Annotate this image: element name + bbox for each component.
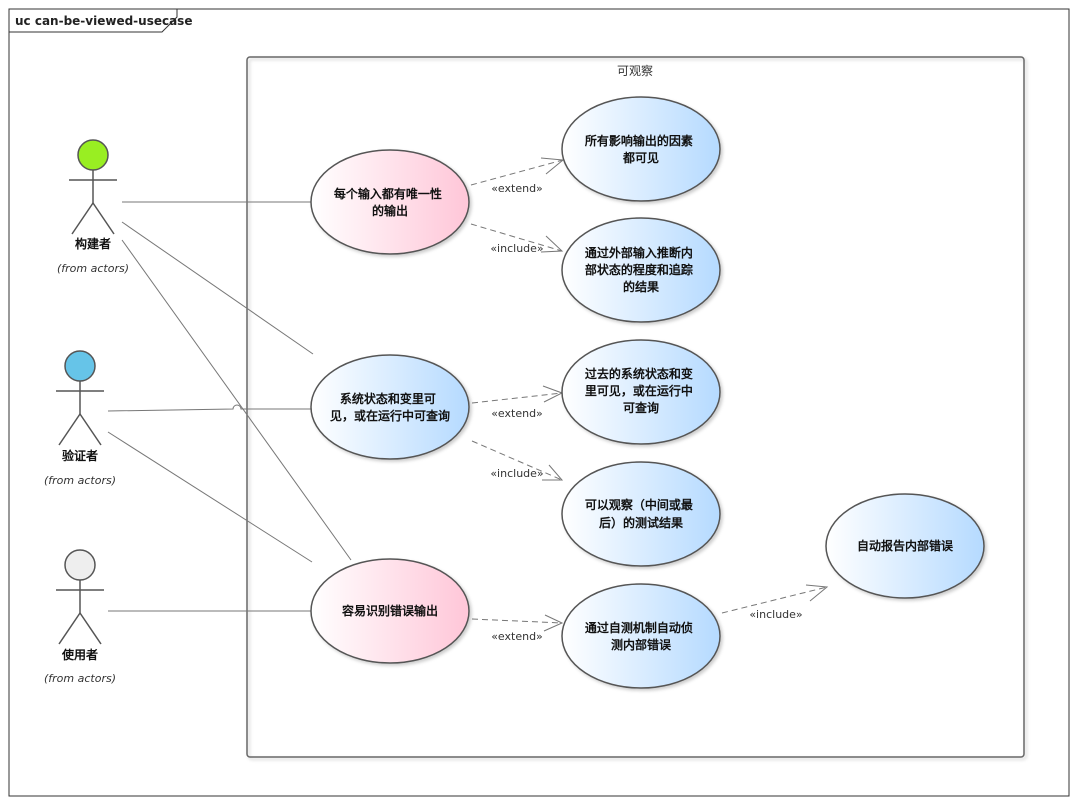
usecase-shape bbox=[825, 493, 985, 599]
usecase-label: 系统状态和变里可 见，或在运行中可查询 bbox=[330, 391, 450, 423]
actor-head bbox=[64, 549, 96, 581]
assoc-verifier-uc2 bbox=[107, 404, 311, 412]
relation-label: «include» bbox=[490, 467, 543, 480]
usecase-label: 容易识别错误输出 bbox=[341, 603, 438, 618]
usecase-label: 可以观察（中间或最 后）的测试结果 bbox=[585, 497, 697, 530]
usecase-label: 过去的系统状态和变 里可见，或在运行中 可查询 bbox=[585, 366, 697, 415]
actor-builder[interactable]: 构建者 (from actors) bbox=[57, 139, 129, 275]
usecase-uc1[interactable]: 每个输入都有唯一性 的输出 bbox=[310, 149, 470, 255]
usecase-label: 通过外部输入推断内 部状态的程度和追踪 的结果 bbox=[585, 245, 697, 294]
usecase-uc5[interactable]: 通过外部输入推断内 部状态的程度和追踪 的结果 bbox=[561, 217, 721, 323]
relation-uc1-uc5 bbox=[470, 223, 564, 253]
relation-label: «include» bbox=[490, 242, 543, 255]
usecase-shape bbox=[561, 583, 721, 689]
assoc-verifier-uc3 bbox=[107, 431, 313, 563]
usecase-label: 自动报告内部错误 bbox=[857, 538, 954, 553]
association-lines bbox=[107, 201, 352, 612]
actor-note: (from actors) bbox=[44, 672, 116, 685]
actor-note: (from actors) bbox=[57, 262, 129, 275]
frame-title: uc can-be-viewed-usecase bbox=[15, 14, 192, 28]
usecase-shape bbox=[561, 96, 721, 202]
actor-figure bbox=[56, 381, 104, 446]
relation-label: «extend» bbox=[491, 407, 543, 420]
relation-uc3-uc8 bbox=[471, 614, 564, 632]
relation-label: «extend» bbox=[491, 182, 543, 195]
actor-figure bbox=[56, 580, 104, 645]
actor-name: 构建者 bbox=[75, 236, 111, 251]
actor-user[interactable]: 使用者 (from actors) bbox=[44, 549, 116, 685]
usecase-uc2[interactable]: 系统状态和变里可 见，或在运行中可查询 bbox=[310, 354, 470, 460]
frame-title-tab bbox=[8, 8, 178, 33]
actor-figure bbox=[69, 170, 117, 235]
usecase-shape bbox=[561, 339, 721, 445]
relation-label: «extend» bbox=[491, 630, 543, 643]
assoc-builder-uc2 bbox=[121, 221, 314, 355]
usecase-uc8[interactable]: 通过自测机制自动侦 测内部错误 bbox=[561, 583, 721, 689]
usecase-shape bbox=[310, 149, 470, 255]
usecase-shape bbox=[310, 558, 470, 664]
actor-verifier[interactable]: 验证者 (from actors) bbox=[44, 350, 116, 487]
usecase-uc4[interactable]: 所有影响输出的因素 都可见 bbox=[561, 96, 721, 202]
actor-head bbox=[77, 139, 109, 171]
usecase-uc7[interactable]: 可以观察（中间或最 后）的测试结果 bbox=[561, 461, 721, 567]
usecase-label: 通过自测机制自动侦 测内部错误 bbox=[585, 620, 697, 652]
system-boundary bbox=[246, 56, 1025, 758]
usecase-uc9[interactable]: 自动报告内部错误 bbox=[825, 493, 985, 599]
relation-labels: «extend» «include» «extend» «include» «e… bbox=[490, 182, 802, 643]
actor-note: (from actors) bbox=[44, 474, 116, 487]
actor-head bbox=[64, 350, 96, 382]
diagram-frame bbox=[8, 8, 1070, 797]
usecase-shape bbox=[561, 217, 721, 323]
usecase-uc3[interactable]: 容易识别错误输出 bbox=[310, 558, 470, 664]
usecase-label: 所有影响输出的因素 都可见 bbox=[585, 133, 697, 165]
relation-uc8-uc9 bbox=[721, 584, 829, 614]
actor-name: 使用者 bbox=[61, 647, 98, 662]
usecase-label: 每个输入都有唯一性 的输出 bbox=[334, 186, 446, 218]
system-boundary-label: 可观察 bbox=[617, 64, 653, 78]
assoc-builder-uc3 bbox=[121, 239, 352, 561]
relation-uc2-uc7 bbox=[471, 440, 564, 481]
relation-label: «include» bbox=[749, 608, 802, 621]
actor-name: 验证者 bbox=[62, 448, 98, 463]
usecase-shape bbox=[310, 354, 470, 460]
usecase-uc6[interactable]: 过去的系统状态和变 里可见，或在运行中 可查询 bbox=[561, 339, 721, 445]
usecase-shape bbox=[561, 461, 721, 567]
dependency-lines bbox=[470, 157, 829, 632]
